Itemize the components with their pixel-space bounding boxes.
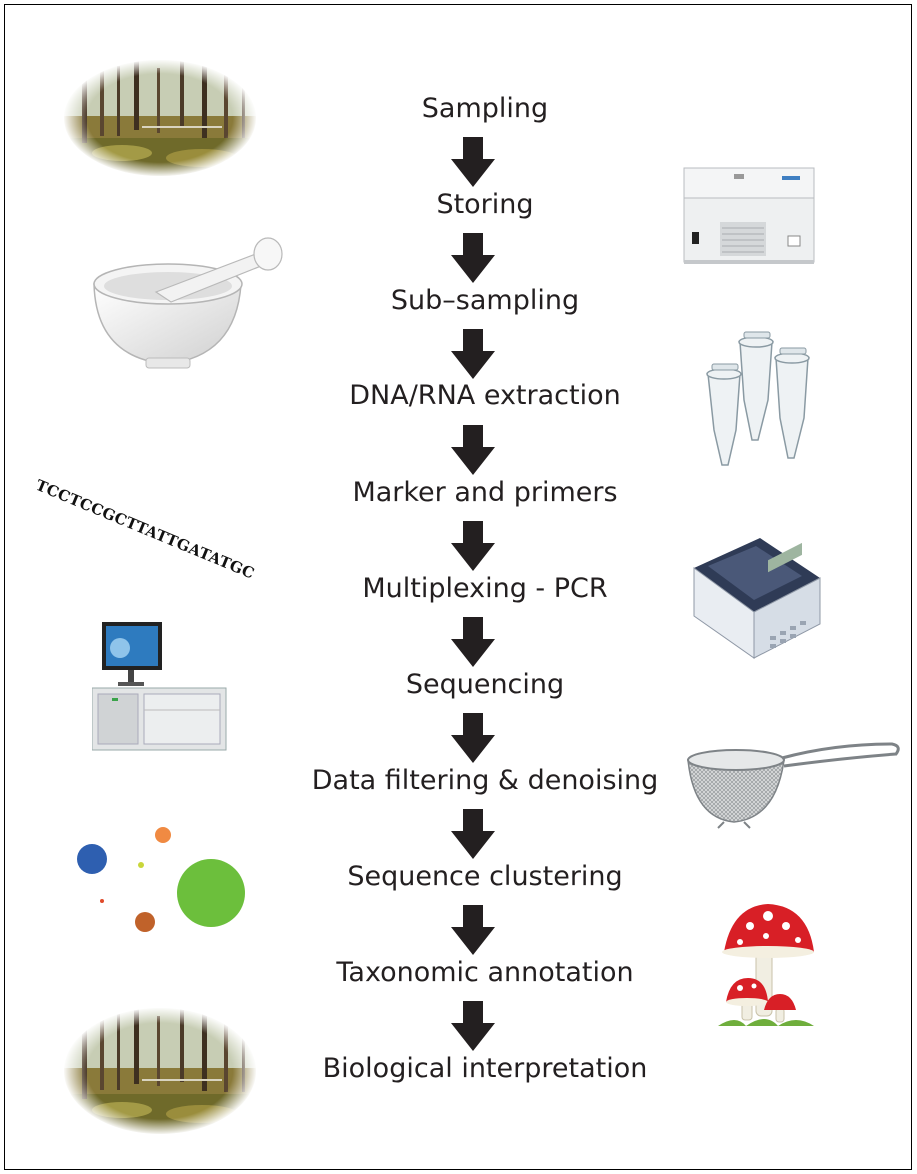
step-sequencing: Sequencing — [405, 669, 565, 700]
sequencer-machine-icon — [92, 622, 227, 751]
kitchen-sieve-icon — [687, 742, 900, 829]
step-biological-interpretation: Biological interpretation — [322, 1053, 648, 1084]
pcr-thermocycler-icon — [693, 538, 821, 659]
step-data-filtering: Data filtering & denoising — [311, 765, 659, 796]
forest-photo-bottom — [63, 1007, 257, 1135]
step-multiplexing-pcr: Multiplexing - PCR — [362, 573, 608, 604]
step-storing: Storing — [436, 189, 534, 220]
microcentrifuge-tubes-icon — [706, 331, 810, 466]
down-arrow-icon — [451, 521, 495, 571]
down-arrow-icon — [451, 617, 495, 667]
down-arrow-icon — [451, 137, 495, 187]
chest-freezer-icon — [683, 167, 815, 264]
down-arrow-icon — [451, 1001, 495, 1051]
forest-photo-top — [63, 59, 257, 177]
down-arrow-icon — [451, 713, 495, 763]
mortar-and-pestle-icon — [93, 237, 283, 369]
step-sampling: Sampling — [421, 93, 549, 124]
down-arrow-icon — [451, 905, 495, 955]
down-arrow-icon — [451, 329, 495, 379]
step-sequence-clustering: Sequence clustering — [347, 861, 623, 892]
step-taxonomic-annotation: Taxonomic annotation — [336, 957, 634, 988]
cluster-circles-icon — [77, 827, 245, 932]
step-marker-and-primers: Marker and primers — [352, 477, 618, 508]
down-arrow-icon — [451, 809, 495, 859]
down-arrow-icon — [451, 425, 495, 475]
down-arrow-icon — [451, 233, 495, 283]
amanita-mushrooms-icon — [718, 904, 814, 1026]
step-dna-rna-extraction: DNA/RNA extraction — [349, 380, 621, 411]
step-sub-sampling: Sub–sampling — [390, 285, 580, 316]
